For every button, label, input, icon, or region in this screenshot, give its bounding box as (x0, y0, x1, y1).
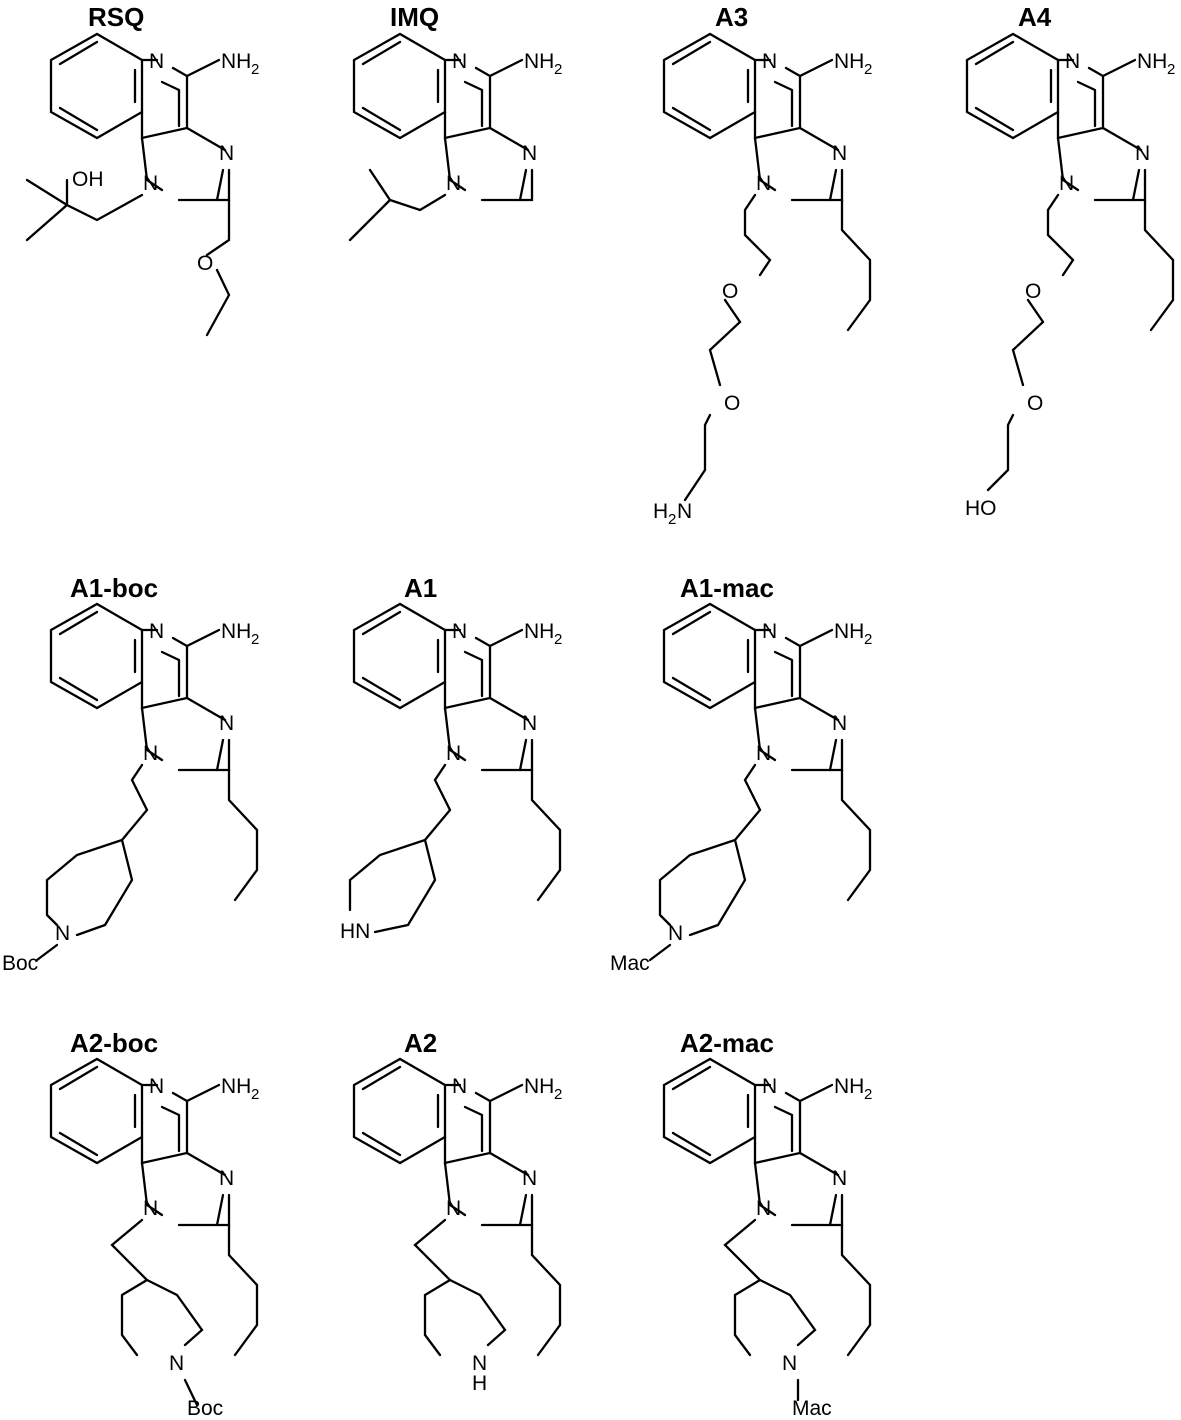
atom-n: N (149, 620, 164, 643)
atom-h-pip: H (472, 1372, 487, 1395)
atom-n: N (832, 712, 847, 735)
atom-n: N (1135, 142, 1150, 165)
atom-h2n-sub: 2 (668, 511, 676, 528)
atom-nh2-sub: 2 (554, 631, 562, 648)
compound-a1: N NH 2 N N HN (340, 602, 562, 943)
compound-a2-mac: N NH 2 N N N Mac (662, 1057, 872, 1420)
atom-n: N (219, 142, 234, 165)
atom-n1: N (756, 742, 771, 765)
atom-boc: Boc (187, 1397, 223, 1420)
atom-nh2: NH (834, 620, 864, 643)
atom-nh2-sub: 2 (1167, 61, 1175, 78)
compound-a1-mac: N NH 2 N N N Mac (610, 602, 872, 975)
atom-nh2: NH (221, 620, 251, 643)
atom-oh: OH (72, 168, 104, 191)
compound-imq: N NH 2 N N (348, 32, 562, 242)
compound-a2: N NH 2 N N N H (352, 1057, 562, 1395)
atom-n-pip: N (169, 1352, 184, 1375)
atom-nh2: NH (524, 50, 554, 73)
atom-n: N (452, 620, 467, 643)
atom-n1: N (446, 172, 461, 195)
compound-label-a1: A1 (404, 573, 437, 603)
atom-n1: N (756, 1197, 771, 1220)
atom-n1: N (446, 1197, 461, 1220)
atom-n1: N (143, 1197, 158, 1220)
atom-n: N (832, 142, 847, 165)
atom-nh2: NH (834, 1075, 864, 1098)
atom-mac: Mac (610, 952, 650, 975)
compound-label-rsq: RSQ (88, 2, 144, 32)
atom-o: O (722, 280, 738, 303)
atom-n1: N (1059, 172, 1074, 195)
atom-n-pip: N (782, 1352, 797, 1375)
atom-nh2-sub: 2 (251, 631, 259, 648)
atom-n-pip: N (55, 922, 70, 945)
atom-nh2: NH (834, 50, 864, 73)
atom-n: N (522, 142, 537, 165)
atom-nh2: NH (221, 1075, 251, 1098)
atom-h2n-n: N (677, 500, 692, 523)
compound-rsq: N NH 2 N N OH O (25, 32, 259, 337)
atom-mac: Mac (792, 1397, 832, 1420)
atom-n: N (1065, 50, 1080, 73)
atom-nh2-sub: 2 (251, 61, 259, 78)
atom-n1: N (143, 172, 158, 195)
atom-hn-pip: HN (340, 920, 370, 943)
atom-nh2-sub: 2 (864, 631, 872, 648)
compound-label-a1-mac: A1-mac (680, 573, 774, 603)
atom-n: N (522, 1167, 537, 1190)
compound-label-a2-mac: A2-mac (680, 1028, 774, 1058)
atom-o: O (1025, 280, 1041, 303)
atom-boc: Boc (2, 952, 38, 975)
compound-label-a2: A2 (404, 1028, 437, 1058)
atom-nh2-sub: 2 (554, 1086, 562, 1103)
atom-n: N (832, 1167, 847, 1190)
atom-n1: N (756, 172, 771, 195)
atom-nh2: NH (524, 620, 554, 643)
atom-nh2: NH (221, 50, 251, 73)
atom-nh2-sub: 2 (864, 1086, 872, 1103)
atom-n1: N (143, 742, 158, 765)
atom-o: O (724, 392, 740, 415)
compound-label-a1-boc: A1-boc (70, 573, 158, 603)
atom-o: O (1027, 392, 1043, 415)
atom-n: N (149, 50, 164, 73)
compound-a4: N NH 2 N N O O HO (965, 32, 1175, 520)
compound-label-a4: A4 (1018, 2, 1052, 32)
atom-n: N (452, 1075, 467, 1098)
atom-nh2-sub: 2 (554, 61, 562, 78)
compound-label-a2-boc: A2-boc (70, 1028, 158, 1058)
atom-ho: HO (965, 497, 997, 520)
atom-n: N (762, 620, 777, 643)
atom-nh2: NH (1137, 50, 1167, 73)
compound-a2-boc: N NH 2 N N N Boc (49, 1057, 259, 1420)
compound-label-a3: A3 (715, 2, 748, 32)
atom-n: N (452, 50, 467, 73)
atom-n-pip: N (668, 922, 683, 945)
atom-h2n: H (653, 500, 668, 523)
atom-n: N (149, 1075, 164, 1098)
atom-n: N (762, 1075, 777, 1098)
atom-n: N (762, 50, 777, 73)
compound-a3: N NH 2 N N O O H 2 N (653, 32, 872, 528)
atom-nh2-sub: 2 (251, 1086, 259, 1103)
compound-a1-boc: N NH 2 N N N Boc (2, 602, 259, 975)
atom-n: N (219, 712, 234, 735)
atom-n: N (522, 712, 537, 735)
atom-n1: N (446, 742, 461, 765)
atom-n: N (219, 1167, 234, 1190)
atom-nh2: NH (524, 1075, 554, 1098)
atom-nh2-sub: 2 (864, 61, 872, 78)
atom-o: O (197, 252, 213, 275)
atom-n-pip: N (472, 1352, 487, 1375)
compound-label-imq: IMQ (390, 2, 439, 32)
